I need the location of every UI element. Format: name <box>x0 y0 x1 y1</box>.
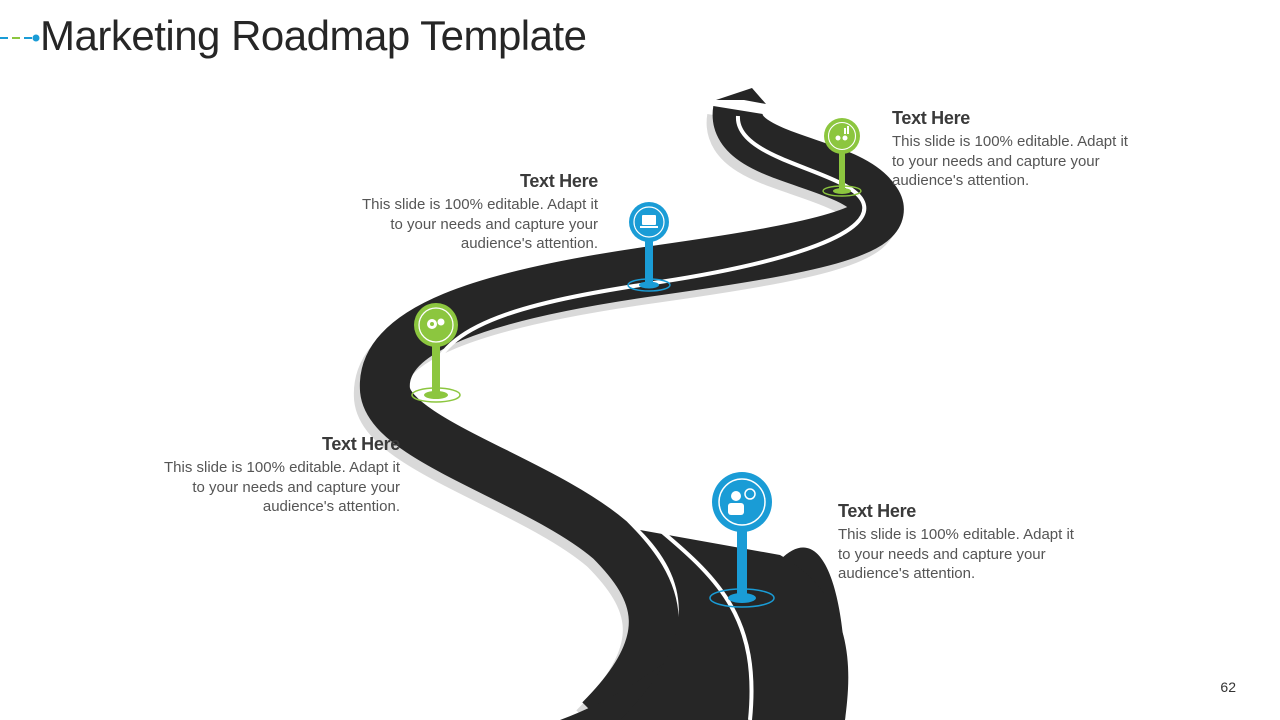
milestone-body: This slide is 100% editable. Adapt it to… <box>838 526 1074 582</box>
laptop-icon <box>640 215 658 228</box>
page-number: 62 <box>1220 679 1236 695</box>
milestone-callout-1: Text Here This slide is 100% editable. A… <box>838 501 1088 584</box>
milestone-heading: Text Here <box>892 108 971 128</box>
road-arrow-head <box>716 88 766 104</box>
milestone-callout-2: Text Here This slide is 100% editable. A… <box>150 434 400 517</box>
milestone-callout-3: Text Here This slide is 100% editable. A… <box>348 171 598 254</box>
milestone-pin-3 <box>627 202 671 292</box>
milestone-body: This slide is 100% editable. Adapt it to… <box>892 133 1128 189</box>
milestone-body: This slide is 100% editable. Adapt it to… <box>362 196 598 252</box>
milestone-callout-4: Text Here This slide is 100% editable. A… <box>892 108 1142 191</box>
user-money-icon <box>728 488 756 515</box>
milestone-pin-2 <box>411 303 461 403</box>
milestone-pin-4 <box>822 118 862 197</box>
team-chart-icon <box>835 126 849 141</box>
gears-icon <box>427 318 445 329</box>
milestone-pin-1 <box>709 472 775 608</box>
slide-title: Marketing Roadmap Template <box>40 12 587 59</box>
title-accent-dashes <box>0 34 40 42</box>
milestone-heading: Text Here <box>519 171 598 191</box>
milestone-body: This slide is 100% editable. Adapt it to… <box>164 459 400 515</box>
milestone-heading: Text Here <box>838 501 917 521</box>
milestone-heading: Text Here <box>321 434 400 454</box>
road-lane-line <box>429 115 867 720</box>
